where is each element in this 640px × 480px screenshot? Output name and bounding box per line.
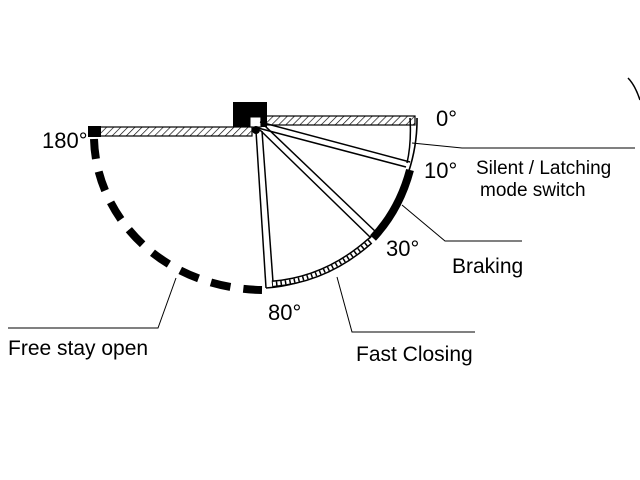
braking-zone-arc xyxy=(370,168,414,241)
hinge-notch xyxy=(249,116,262,128)
door-ray-30b xyxy=(264,125,378,234)
fast-closing-zone-arc xyxy=(271,238,373,288)
door-panel-closed xyxy=(260,115,416,126)
angle-label-180: 180° xyxy=(42,128,88,153)
leader-silent xyxy=(411,142,635,149)
angle-label-10: 10° xyxy=(424,158,457,183)
door-ray-10 xyxy=(257,127,407,168)
leader-fast-closing xyxy=(336,276,475,333)
door-ray-80b xyxy=(261,130,274,283)
leader-braking xyxy=(401,204,522,242)
leader-free-stay xyxy=(8,277,177,329)
angle-label-0: 0° xyxy=(436,106,457,131)
zone-label-braking: Braking xyxy=(452,255,523,278)
door-panel-left-end xyxy=(88,126,101,137)
zone-label-fast-closing: Fast Closing xyxy=(356,343,473,366)
zone-label-silent-1: Silent / Latching xyxy=(476,158,611,179)
free-stay-open-arc xyxy=(90,138,263,294)
zone-label-free-stay-open: Free stay open xyxy=(8,337,148,360)
fast-closing-zone-fill xyxy=(271,239,372,286)
angle-label-30: 30° xyxy=(386,236,419,261)
door-ray-10b xyxy=(259,121,411,163)
fast-closing-zone-hatch xyxy=(271,239,372,286)
door-ray-30 xyxy=(259,129,372,239)
angle-label-80: 80° xyxy=(268,300,301,325)
zone-label-silent-2: mode switch xyxy=(480,180,586,201)
door-ray-80 xyxy=(255,130,267,289)
edge-arc-fragment xyxy=(627,77,640,101)
door-panel-left xyxy=(89,126,253,137)
arc-inner-silent xyxy=(406,117,412,164)
